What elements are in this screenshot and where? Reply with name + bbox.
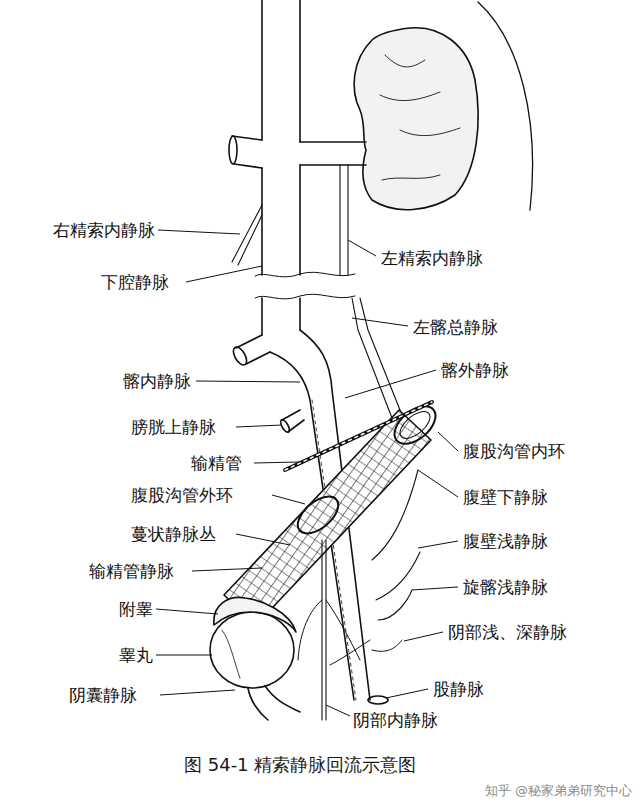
part-label: 蔓状静脉丛 <box>130 524 217 544</box>
part-label: 腹股沟管内环 <box>462 441 566 461</box>
part-label: 腹壁浅静脉 <box>462 531 549 551</box>
part-label: 阴部内静脉 <box>352 710 439 730</box>
part-label: 腹股沟管外环 <box>130 485 234 505</box>
part-label: 右精索内静脉 <box>52 220 156 240</box>
part-label: 输精管 <box>190 453 243 473</box>
part-label: 髂外静脉 <box>440 360 510 380</box>
part-label: 睾丸 <box>118 645 154 665</box>
part-label: 输精管静脉 <box>88 561 175 581</box>
part-label: 附睾 <box>118 599 154 619</box>
part-label: 左精索内静脉 <box>380 248 484 268</box>
part-label: 股静脉 <box>432 679 485 699</box>
part-label: 旋髂浅静脉 <box>462 577 549 597</box>
part-label: 膀胱上静脉 <box>130 417 217 437</box>
watermark: 知乎 @秘家弟弟研究中心 <box>485 783 632 799</box>
part-label: 阴部浅、深静脉 <box>447 622 568 642</box>
figure-caption: 图 54-1 精索静脉回流示意图 <box>184 754 416 776</box>
part-label: 髂内静脉 <box>122 371 192 391</box>
part-label: 腹壁下静脉 <box>462 487 549 507</box>
part-label: 下腔静脉 <box>100 272 170 292</box>
part-label: 阴囊静脉 <box>68 685 138 705</box>
part-label: 左髂总静脉 <box>412 317 499 337</box>
